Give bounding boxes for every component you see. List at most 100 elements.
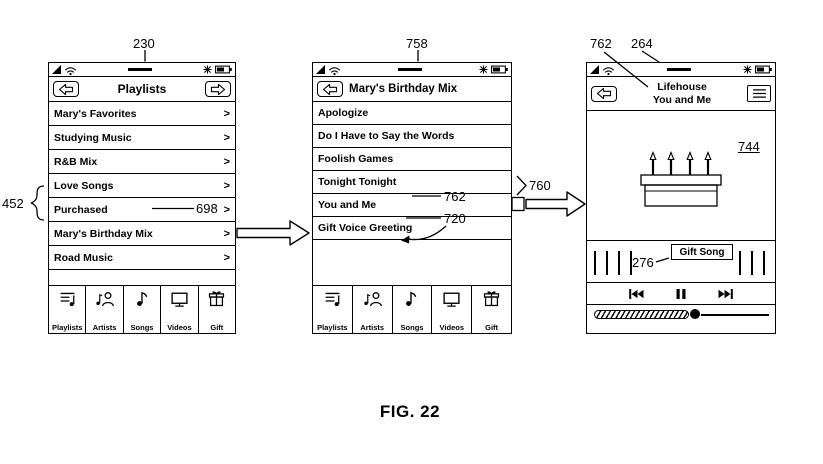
- playlist-item-purchased[interactable]: Purchased>: [49, 198, 235, 222]
- chevron-right-icon: >: [223, 155, 230, 168]
- chevron-right-icon: >: [223, 203, 230, 216]
- next-track-icon: [718, 288, 733, 299]
- videos-icon: [171, 292, 188, 307]
- song-item[interactable]: Foolish Games: [313, 148, 511, 171]
- carrier-dash: [80, 68, 200, 71]
- tab-songs[interactable]: Songs: [393, 286, 433, 333]
- tab-artists[interactable]: Artists: [86, 286, 124, 333]
- timeline-tick: [618, 251, 620, 275]
- progress-knob[interactable]: [690, 309, 700, 319]
- song-item-label: You and Me: [318, 199, 377, 211]
- phone1-playlist-list: Mary's Favorites> Studying Music> R&B Mi…: [49, 102, 235, 270]
- next-track-button[interactable]: [717, 288, 734, 300]
- timeline-tick: [630, 251, 632, 275]
- song-item[interactable]: Apologize: [313, 102, 511, 125]
- phone1-tabbar: Playlists Artists Songs Videos: [49, 285, 235, 333]
- tab-label: Playlists: [317, 323, 348, 332]
- callout-notch: [511, 196, 525, 212]
- ref-758: 758: [406, 36, 428, 51]
- ref-698: 698: [196, 201, 218, 216]
- tab-label: Playlists: [51, 323, 83, 332]
- tab-playlists[interactable]: Playlists: [49, 286, 87, 333]
- song-item[interactable]: Do I Have to Say the Words: [313, 125, 511, 148]
- back-arrow-icon: [322, 83, 338, 95]
- pause-icon: [676, 288, 686, 299]
- battery-icon: [755, 65, 772, 74]
- playlist-item[interactable]: Road Music>: [49, 246, 235, 270]
- song-item[interactable]: Tonight Tonight: [313, 171, 511, 194]
- progress-bar[interactable]: [594, 310, 689, 319]
- pause-button[interactable]: [675, 288, 687, 300]
- album-art-area: [587, 111, 775, 241]
- gift-song-tooltip: Gift Song: [671, 244, 733, 260]
- phone2-song-list: Apologize Do I Have to Say the Words Foo…: [313, 102, 511, 240]
- ref-276: 276: [632, 255, 654, 270]
- wifi-icon: [602, 66, 615, 75]
- brace-452-icon: [30, 185, 45, 221]
- ref-762-screen: 762: [590, 36, 612, 51]
- gift-icon: [209, 291, 225, 307]
- flow-arrow-2-icon: [525, 191, 586, 217]
- playlist-item-marys-birthday-mix[interactable]: Mary's Birthday Mix>: [49, 222, 235, 246]
- playlist-item-label: Mary's Favorites: [54, 107, 137, 120]
- wifi-icon: [64, 66, 77, 75]
- wifi-icon: [328, 66, 341, 75]
- tab-playlists[interactable]: Playlists: [313, 286, 353, 333]
- song-item-you-and-me[interactable]: You and Me: [313, 194, 511, 217]
- now-playing-title: Lifehouse You and Me: [621, 81, 743, 106]
- track-list-icon: [752, 89, 766, 98]
- tab-label: Gift: [210, 323, 224, 332]
- playlist-item[interactable]: R&B Mix >: [49, 150, 235, 174]
- signal-icon: [590, 65, 599, 74]
- phone2-title: Mary's Birthday Mix: [349, 83, 458, 95]
- track-list-button[interactable]: [747, 85, 771, 102]
- flow-arrow-1-icon: [236, 220, 310, 246]
- phone2-header: Mary's Birthday Mix: [313, 77, 511, 102]
- playlist-item-label: R&B Mix: [54, 155, 98, 168]
- back-button[interactable]: [53, 81, 79, 97]
- ref-230: 230: [133, 36, 155, 51]
- playlist-item[interactable]: Love Songs>: [49, 174, 235, 198]
- playback-controls: [587, 283, 775, 305]
- leader-264: [641, 50, 660, 63]
- tab-gift[interactable]: Gift: [199, 286, 235, 333]
- timeline-tick: [594, 251, 596, 275]
- asterisk-icon: [743, 65, 752, 74]
- chevron-right-icon: >: [223, 251, 230, 264]
- tab-videos[interactable]: Videos: [432, 286, 473, 333]
- song-item-label: Tonight Tonight: [318, 176, 397, 188]
- progress-row: [587, 305, 775, 325]
- phone2-tabbar: Playlists Artists Songs Videos: [313, 285, 511, 333]
- phone1-playlists-screen: Playlists Mary's Favorites> Studying Mus…: [48, 62, 236, 334]
- back-button[interactable]: [591, 85, 617, 102]
- playlist-item-label: Studying Music: [54, 131, 132, 144]
- previous-track-button[interactable]: [628, 288, 645, 300]
- song-note-icon: [136, 291, 147, 306]
- playlist-item[interactable]: Studying Music>: [49, 126, 235, 150]
- tab-artists[interactable]: Artists: [353, 286, 393, 333]
- artist-icon: [364, 292, 382, 307]
- asterisk-icon: [203, 65, 212, 74]
- gift-icon: [483, 291, 500, 307]
- back-arrow-icon: [596, 87, 612, 100]
- ref-720: 720: [444, 211, 466, 226]
- playlist-item[interactable]: Mary's Favorites>: [49, 102, 235, 126]
- forward-button[interactable]: [205, 81, 231, 97]
- phone3-statusbar: [587, 63, 775, 77]
- asterisk-icon: [479, 65, 488, 74]
- song-item-label: Apologize: [318, 107, 369, 119]
- phone2-statusbar: [313, 63, 511, 77]
- back-button[interactable]: [317, 81, 343, 97]
- figure-caption: FIG. 22: [379, 402, 441, 421]
- tab-gift[interactable]: Gift: [472, 286, 511, 333]
- chevron-right-icon: >: [223, 227, 230, 240]
- tab-label: Videos: [167, 323, 192, 332]
- phone2-playlist-detail-screen: Mary's Birthday Mix Apologize Do I Have …: [312, 62, 512, 334]
- song-item-gift-voice-greeting[interactable]: Gift Voice Greeting: [313, 217, 511, 240]
- tab-label: Videos: [439, 323, 465, 332]
- phone1-header: Playlists: [49, 77, 235, 102]
- tab-songs[interactable]: Songs: [124, 286, 162, 333]
- tab-videos[interactable]: Videos: [161, 286, 199, 333]
- phone1-statusbar: [49, 63, 235, 77]
